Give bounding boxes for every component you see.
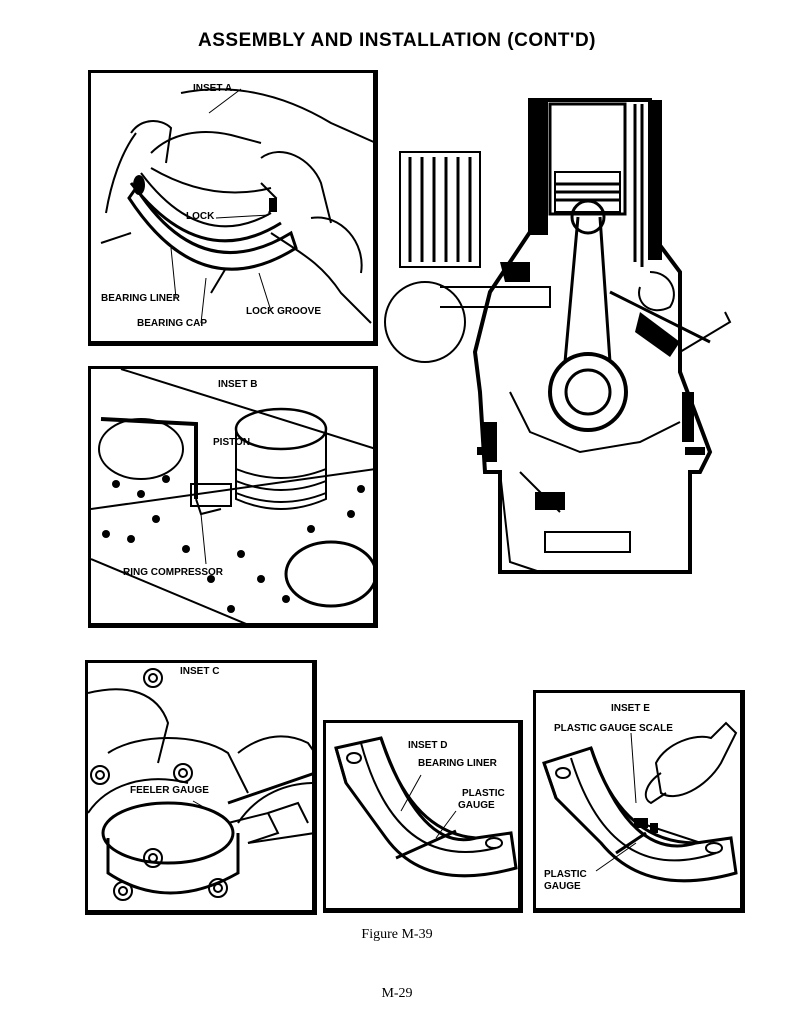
inset-c-title: INSET C xyxy=(180,666,220,677)
inset-b-title: INSET B xyxy=(218,379,258,390)
plastic-gauge-e-label-1: PLASTIC xyxy=(544,869,587,880)
inset-b-illustration xyxy=(91,369,373,623)
inset-e-panel: INSET E PLASTIC GAUGE SCALE PLASTIC GAUG… xyxy=(533,690,745,913)
feeler-gauge-label: FEELER GAUGE xyxy=(130,785,209,796)
page-number: M-29 xyxy=(381,986,413,1001)
inset-a-illustration xyxy=(100,88,373,324)
inset-b-panel: INSET B PISTON RING COMPRESSOR xyxy=(88,366,378,628)
inset-d-illustration xyxy=(334,736,518,878)
piston-label: PISTON xyxy=(213,437,251,448)
plastic-gauge-scale-label: PLASTIC GAUGE SCALE xyxy=(554,723,673,734)
inset-c-illustration xyxy=(88,668,312,901)
inset-a-title: INSET A xyxy=(193,83,233,94)
inset-e-illustration xyxy=(542,721,738,883)
lock-groove-label: LOCK GROOVE xyxy=(246,306,322,317)
page-title: ASSEMBLY AND INSTALLATION (CONT'D) xyxy=(198,30,596,51)
inset-a-panel: INSET A LOCK BEARING LINER LOCK GROOVE B… xyxy=(88,70,378,346)
lock-label: LOCK xyxy=(186,211,215,222)
ring-compressor-label: RING COMPRESSOR xyxy=(123,567,224,578)
bearing-liner-d-label: BEARING LINER xyxy=(418,758,497,769)
bearing-cap-label: BEARING CAP xyxy=(137,318,208,329)
inset-c-panel: INSET C FEELER GAUGE xyxy=(85,660,317,915)
plastic-gauge-d-label-2: GAUGE xyxy=(458,800,495,811)
engine-cross-section xyxy=(384,98,732,574)
inset-d-title: INSET D xyxy=(408,740,448,751)
inset-d-panel: INSET D BEARING LINER PLASTIC GAUGE xyxy=(323,720,523,913)
plastic-gauge-d-label-1: PLASTIC xyxy=(462,788,505,799)
inset-e-title: INSET E xyxy=(611,703,650,714)
bearing-liner-label: BEARING LINER xyxy=(101,293,180,304)
figure-caption: Figure M-39 xyxy=(361,927,433,942)
plastic-gauge-e-label-2: GAUGE xyxy=(544,881,581,892)
